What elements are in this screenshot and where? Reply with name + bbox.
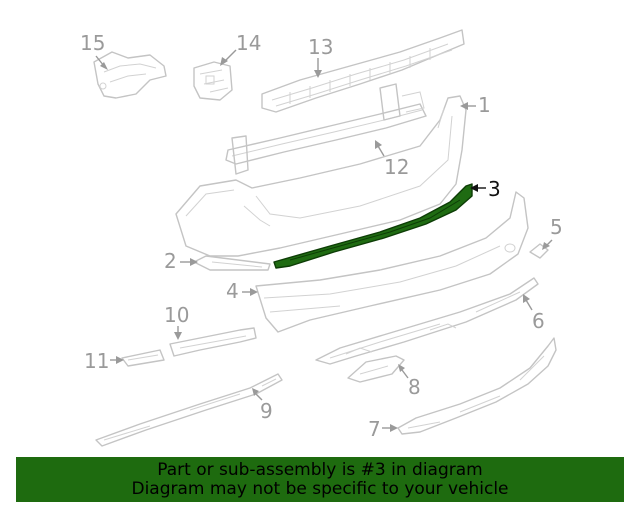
part-2-trim xyxy=(193,255,271,271)
svg-text:5: 5 xyxy=(550,215,563,239)
callout-6: 6 xyxy=(523,294,545,333)
svg-text:1: 1 xyxy=(478,93,491,117)
part-4-lower-fascia xyxy=(255,191,529,333)
part-12-reinforcement xyxy=(225,83,427,175)
callout-1: 1 xyxy=(460,93,491,117)
svg-text:12: 12 xyxy=(384,155,409,179)
callout-2: 2 xyxy=(164,249,198,273)
svg-text:13: 13 xyxy=(308,35,333,59)
part-6-diffuser xyxy=(315,277,539,365)
svg-text:8: 8 xyxy=(408,375,421,399)
part-10-reflector xyxy=(169,327,257,357)
callout-4: 4 xyxy=(226,279,258,303)
svg-text:4: 4 xyxy=(226,279,239,303)
svg-text:6: 6 xyxy=(532,309,545,333)
callout-11: 11 xyxy=(84,349,124,373)
part-3-highlighted xyxy=(273,183,473,269)
callout-9: 9 xyxy=(252,388,273,423)
svg-text:15: 15 xyxy=(80,31,105,55)
part-15-bracket xyxy=(93,51,167,99)
svg-text:10: 10 xyxy=(164,303,189,327)
callout-13: 13 xyxy=(308,35,333,78)
svg-text:9: 9 xyxy=(260,399,273,423)
svg-text:11: 11 xyxy=(84,349,109,373)
callout-7: 7 xyxy=(368,417,398,441)
svg-text:14: 14 xyxy=(236,31,261,55)
part-9-molding xyxy=(95,373,283,447)
svg-text:2: 2 xyxy=(164,249,177,273)
callout-5: 5 xyxy=(542,215,563,250)
part-8-trim xyxy=(347,355,405,383)
svg-text:3: 3 xyxy=(488,177,501,201)
callout-15: 15 xyxy=(80,31,108,70)
callout-10: 10 xyxy=(164,303,189,340)
part-13-absorber xyxy=(261,29,465,113)
callout-3: 3 xyxy=(470,177,501,201)
banner-line-2: Diagram may not be specific to your vehi… xyxy=(131,479,509,499)
callout-12: 12 xyxy=(375,140,409,179)
callout-8: 8 xyxy=(398,364,421,399)
part-14-bracket xyxy=(193,61,233,101)
callout-14: 14 xyxy=(220,31,261,66)
info-banner: Part or sub-assembly is #3 in diagram Di… xyxy=(16,457,624,502)
part-5-clip xyxy=(529,243,549,259)
svg-text:7: 7 xyxy=(368,417,381,441)
part-11-reflector xyxy=(121,349,165,367)
part-7-valance xyxy=(397,337,557,435)
parts-diagram: 15 14 13 1 12 3 5 2 4 xyxy=(80,29,563,447)
part-1-bumper-cover xyxy=(175,95,467,257)
banner-line-1: Part or sub-assembly is #3 in diagram xyxy=(157,460,483,480)
